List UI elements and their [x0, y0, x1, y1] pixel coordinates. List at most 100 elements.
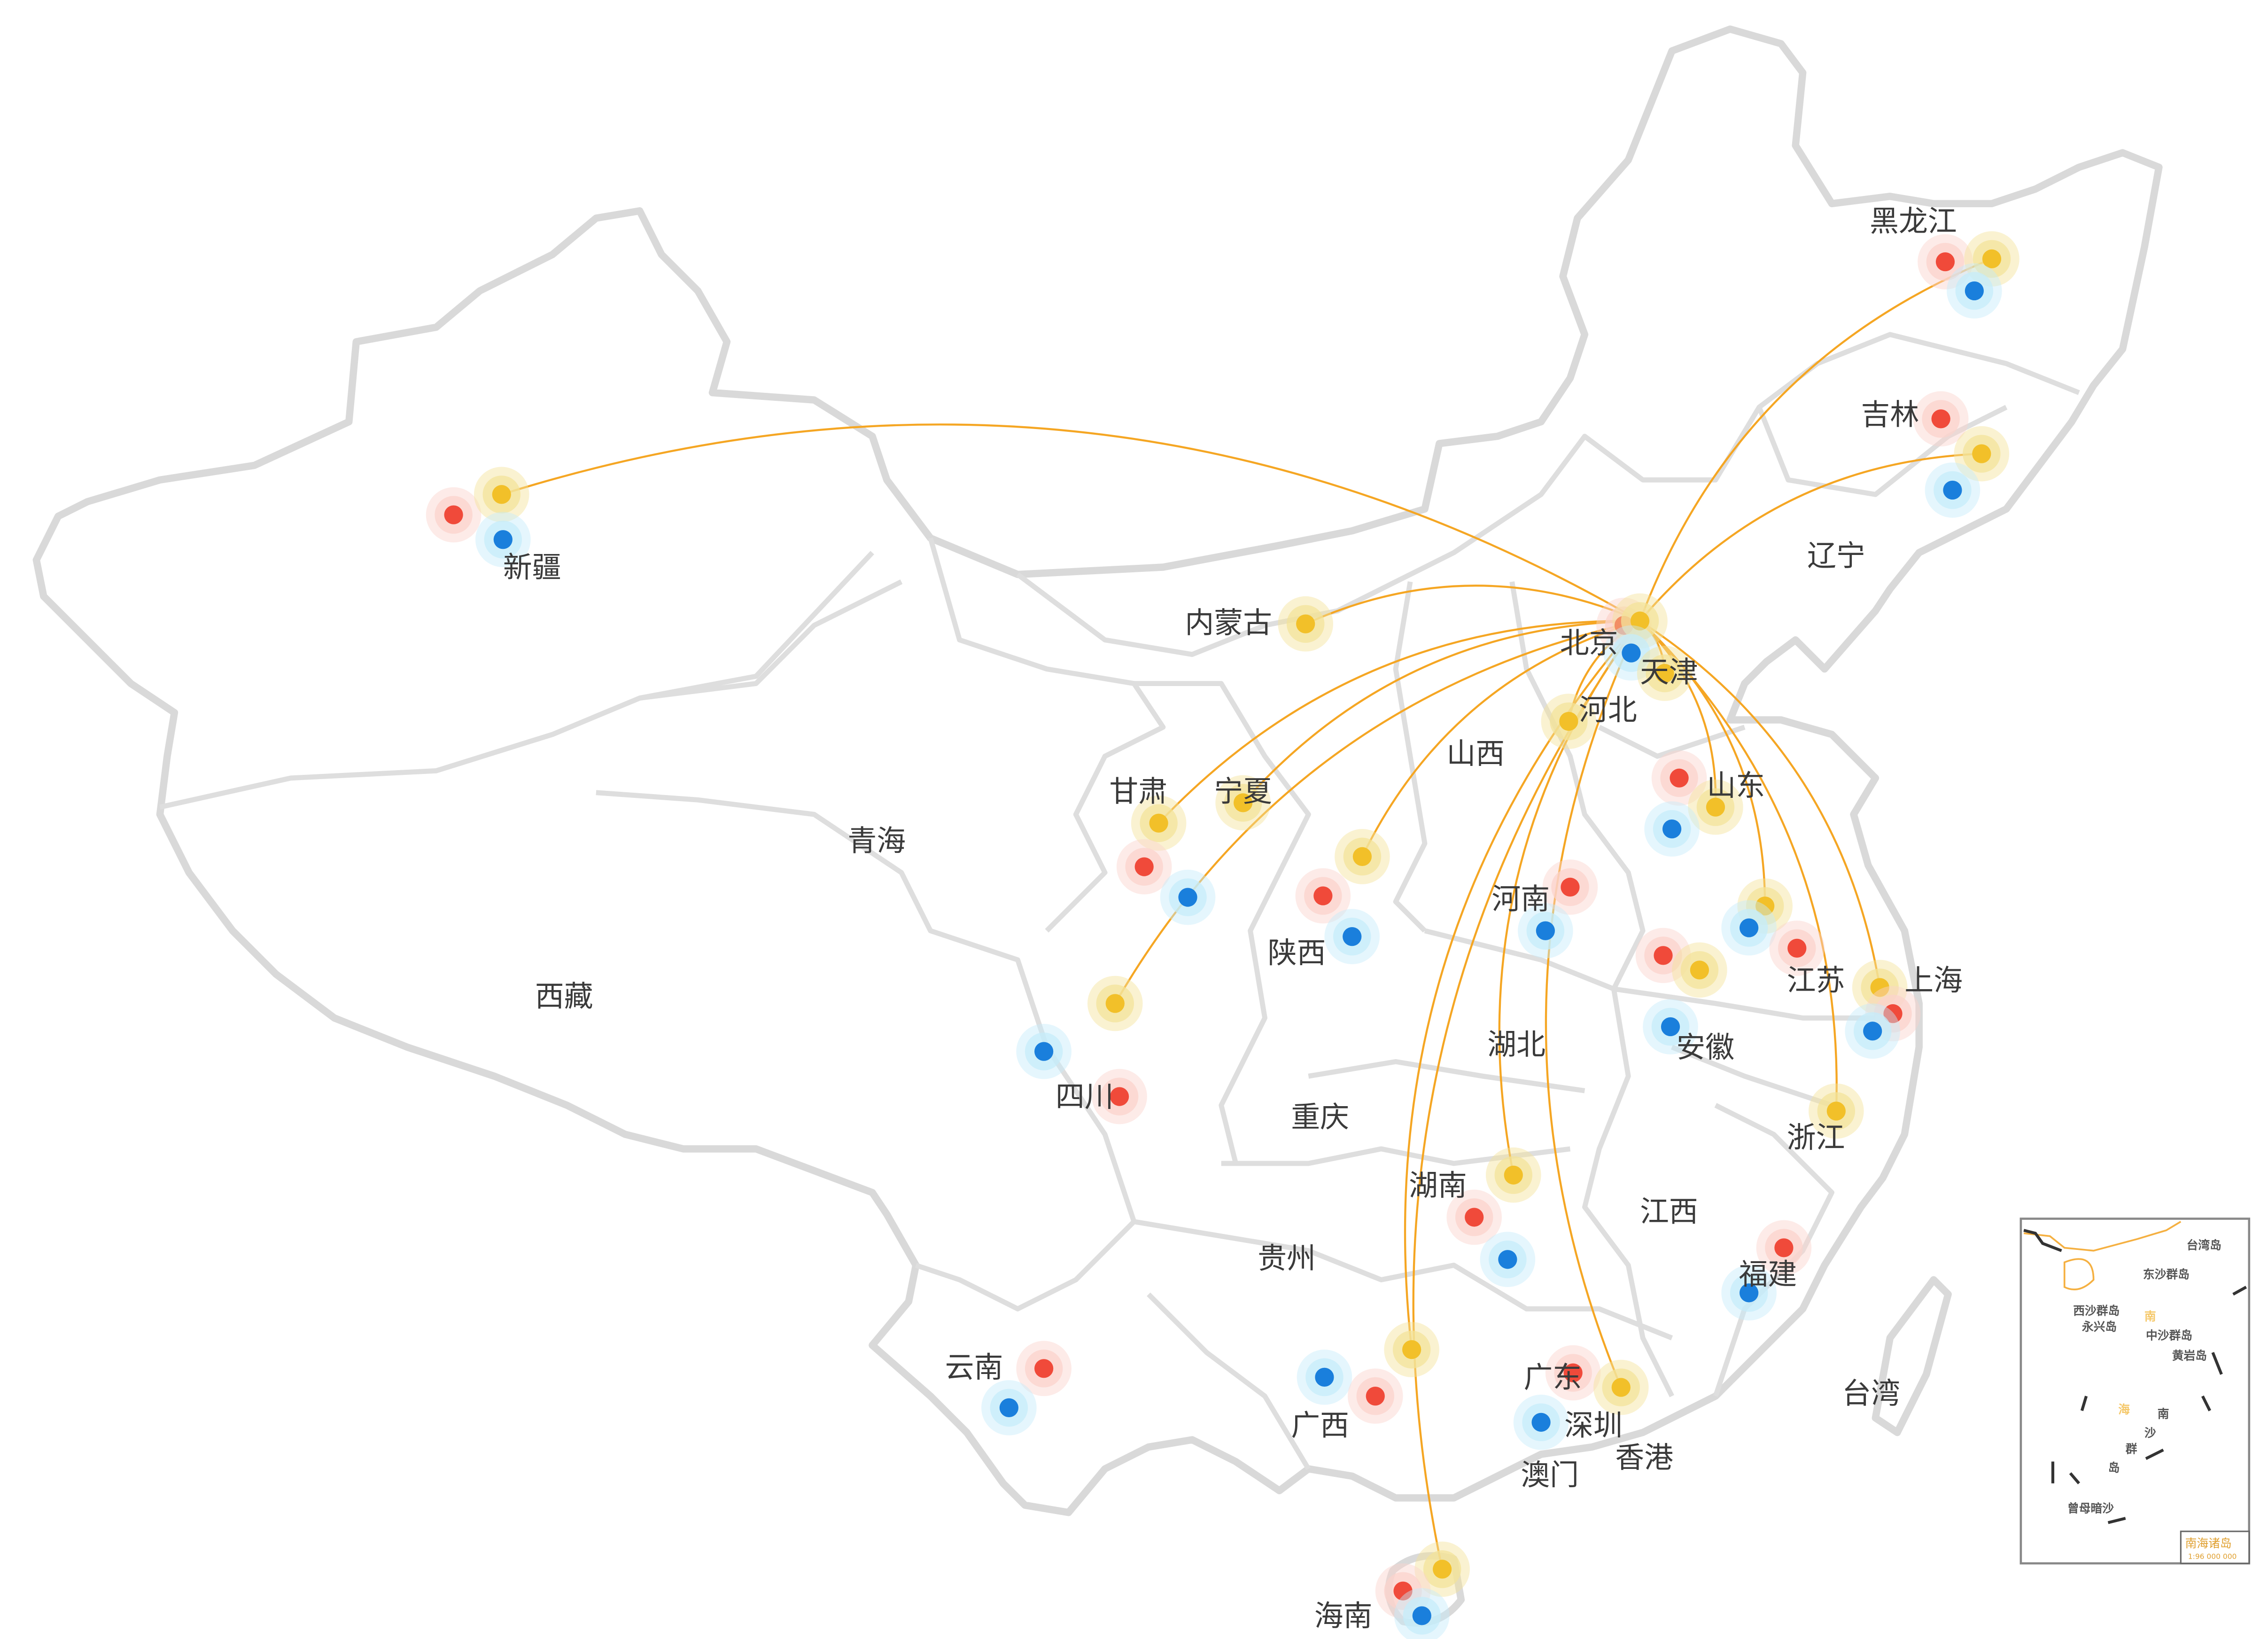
point-yellow[interactable]	[1541, 694, 1597, 749]
point-red[interactable]	[1016, 1341, 1072, 1397]
province-label: 河南	[1491, 882, 1550, 916]
point-blue[interactable]	[1518, 903, 1573, 959]
inset-scale: 1:96 000 000	[2188, 1553, 2237, 1561]
flow-line-黑龙江	[1639, 258, 1992, 622]
point-blue[interactable]	[1925, 462, 1981, 518]
point-yellow[interactable]	[1131, 795, 1187, 851]
point-red[interactable]	[1913, 391, 1969, 447]
province-label: 四川	[1056, 1080, 1114, 1114]
point-dot	[493, 530, 513, 549]
province-label: 新疆	[503, 551, 561, 585]
inset-label: 东沙群岛	[2143, 1267, 2190, 1281]
point-dot	[1943, 480, 1962, 500]
point-blue[interactable]	[1721, 900, 1777, 956]
point-yellow[interactable]	[1612, 593, 1668, 649]
point-blue[interactable]	[981, 1380, 1037, 1436]
point-dot	[1630, 611, 1650, 631]
flow-line-广东	[1545, 620, 1641, 1388]
point-red[interactable]	[1116, 839, 1172, 895]
point-dot	[1559, 711, 1578, 731]
point-blue[interactable]	[1016, 1023, 1072, 1079]
point-red[interactable]	[1092, 1069, 1147, 1124]
point-yellow[interactable]	[1278, 596, 1333, 652]
province-label: 香港	[1615, 1441, 1673, 1475]
point-blue[interactable]	[1324, 909, 1380, 964]
point-yellow[interactable]	[1335, 829, 1390, 884]
inset-label: 沙	[2144, 1426, 2156, 1440]
point-red[interactable]	[1347, 1368, 1403, 1424]
point-yellow[interactable]	[1414, 1541, 1470, 1597]
inset-label: 西沙群岛	[2073, 1304, 2120, 1318]
inset-label: 台湾岛	[2187, 1239, 2221, 1252]
point-red[interactable]	[1545, 1345, 1601, 1401]
point-red[interactable]	[426, 487, 482, 543]
point-yellow[interactable]	[1809, 1083, 1864, 1139]
point-blue[interactable]	[475, 512, 531, 568]
province-label: 宁夏	[1214, 774, 1272, 808]
point-dot	[492, 485, 511, 504]
point-blue[interactable]	[1160, 869, 1216, 925]
south-china-sea-inset: 台湾岛 东沙群岛 西沙群岛 永兴岛 中沙群岛 黄岩岛 南 沙 群 岛 曾母暗沙 …	[2019, 1218, 2251, 1565]
point-red[interactable]	[1918, 234, 1973, 289]
point-red[interactable]	[1651, 750, 1707, 806]
point-yellow[interactable]	[1384, 1322, 1439, 1377]
point-blue[interactable]	[1644, 801, 1700, 857]
point-dot	[1561, 877, 1580, 897]
point-blue[interactable]	[1394, 1588, 1450, 1639]
point-yellow[interactable]	[1637, 646, 1693, 701]
point-yellow[interactable]	[1215, 775, 1271, 831]
inset-label: 曾母暗沙	[2067, 1502, 2114, 1515]
point-blue[interactable]	[1947, 263, 2002, 319]
flow-lines	[501, 258, 1992, 1569]
point-red[interactable]	[1756, 1220, 1812, 1276]
point-blue[interactable]	[1643, 999, 1698, 1054]
point-dot	[1883, 1004, 1903, 1023]
point-yellow[interactable]	[1688, 779, 1743, 835]
province-label: 陕西	[1268, 936, 1326, 970]
point-yellow[interactable]	[1954, 426, 2010, 482]
flow-line-浙江	[1639, 620, 1838, 1111]
province-label: 湖南	[1409, 1169, 1467, 1202]
point-red[interactable]	[1542, 859, 1598, 915]
point-yellow[interactable]	[1593, 1359, 1649, 1415]
point-dot	[1826, 1101, 1846, 1121]
point-blue[interactable]	[1480, 1232, 1536, 1288]
point-dot	[1531, 1413, 1551, 1432]
point-blue[interactable]	[1297, 1350, 1352, 1405]
flow-line-上海	[1639, 620, 1881, 988]
province-label: 山东	[1707, 769, 1765, 803]
point-yellow[interactable]	[1672, 942, 1727, 998]
point-red[interactable]	[1635, 928, 1691, 983]
province-label: 海南	[1314, 1599, 1373, 1633]
province-label: 河北	[1579, 693, 1637, 727]
point-blue[interactable]	[1721, 1265, 1777, 1321]
flow-line-吉林	[1639, 453, 1982, 622]
country-outline	[32, 25, 2163, 1627]
province-label: 天津	[1640, 656, 1698, 689]
flow-line-宁夏	[1242, 620, 1640, 804]
province-label: 浙江	[1787, 1121, 1845, 1155]
point-red[interactable]	[1446, 1189, 1502, 1245]
point-yellow[interactable]	[1087, 976, 1143, 1031]
inset-label: 南	[2158, 1407, 2169, 1421]
point-blue[interactable]	[1513, 1395, 1569, 1450]
province-label: 上海	[1904, 964, 1963, 998]
inset-title: 南海诸岛	[2185, 1537, 2232, 1550]
point-dot	[1863, 1022, 1882, 1041]
point-yellow[interactable]	[474, 467, 529, 523]
province-label: 北京	[1560, 626, 1618, 660]
point-red[interactable]	[1295, 868, 1351, 924]
province-points	[426, 231, 2019, 1639]
point-yellow[interactable]	[1485, 1147, 1541, 1203]
point-dot	[1034, 1359, 1054, 1378]
point-blue[interactable]	[1603, 625, 1659, 681]
inset-label: 南	[2144, 1310, 2156, 1323]
province-label: 云南	[945, 1350, 1003, 1384]
point-red[interactable]	[1769, 921, 1825, 976]
point-dot	[1465, 1208, 1484, 1227]
point-blue[interactable]	[1845, 1003, 1900, 1059]
point-dot	[999, 1398, 1018, 1417]
point-dot	[1740, 918, 1759, 937]
